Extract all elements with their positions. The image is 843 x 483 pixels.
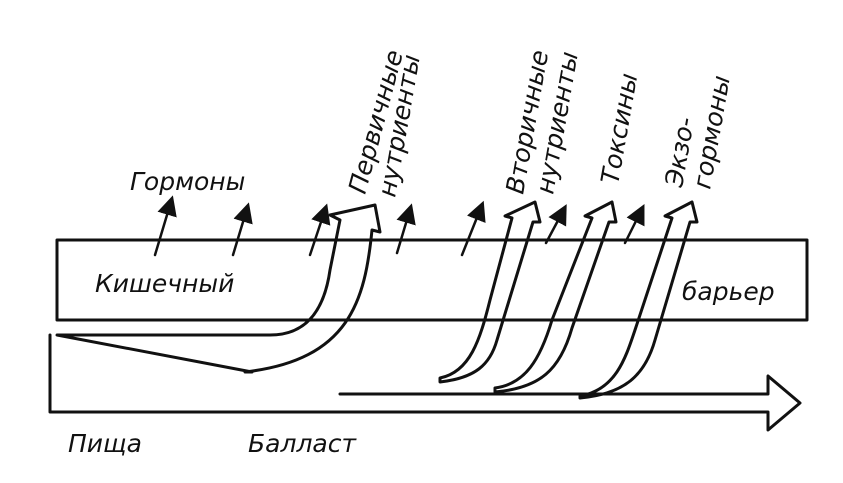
hormones-label: Гормоны: [130, 167, 245, 196]
secondary-nutrients-arrow: [438, 200, 542, 384]
intestinal-barrier-band: [55, 238, 809, 322]
hormone-arrow: [460, 200, 486, 257]
toxins-arrow: [493, 200, 618, 394]
food-label: Пища: [68, 429, 142, 458]
food-flow-channel: [48, 333, 802, 432]
hormone-arrow: [544, 204, 567, 245]
ballast-label: Балласт: [248, 429, 357, 458]
barrier-right-label: барьер: [682, 277, 775, 306]
hormone-arrow: [153, 195, 177, 257]
hormone-arrow: [623, 204, 645, 245]
hormone-arrow: [308, 203, 331, 257]
hormone-arrow: [395, 203, 416, 255]
exohormones-arrow: [578, 200, 699, 400]
barrier-left-label: Кишечный: [95, 269, 234, 298]
toxins-label: Токсины: [595, 71, 643, 186]
hormone-arrow: [231, 202, 253, 257]
primary-nutrients-arrow: [55, 203, 382, 374]
